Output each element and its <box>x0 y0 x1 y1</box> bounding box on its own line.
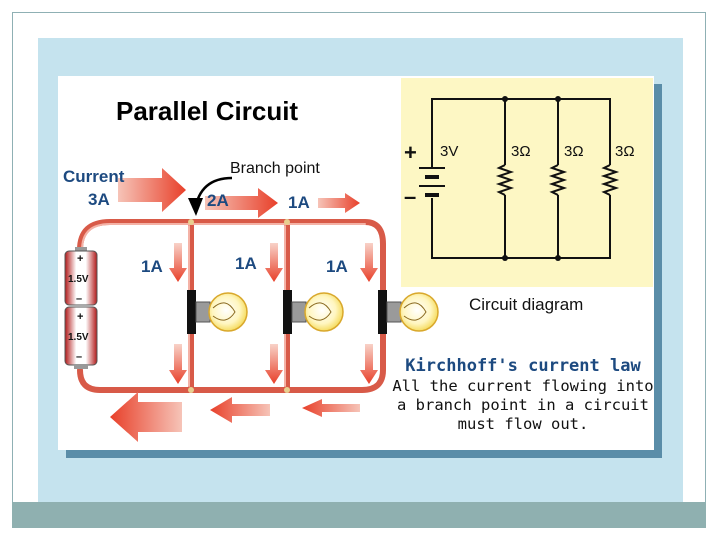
downward-arrows <box>169 243 378 384</box>
schematic-battery-symbol <box>419 167 445 197</box>
battery-1-minus: – <box>76 293 82 305</box>
arrow-bottom-1a <box>302 399 360 417</box>
resistor-2-value: 3Ω <box>564 143 584 160</box>
schematic-resistors <box>495 164 620 196</box>
battery-1-plus: + <box>77 253 83 265</box>
circuit-diagram-caption: Circuit diagram <box>469 295 583 314</box>
battery-2-plus: + <box>77 311 83 323</box>
schematic-nodes <box>502 96 561 261</box>
branch-point-label: Branch point <box>230 160 320 177</box>
arrow-current-3a <box>118 168 186 212</box>
arrow-bottom-2a <box>210 397 270 423</box>
arrow-bottom-3a <box>110 392 182 442</box>
resistor-1-value: 3Ω <box>511 143 531 160</box>
branch-1-current-label: 1A <box>141 257 163 276</box>
battery-2 <box>64 306 98 369</box>
resistor-3-value: 3Ω <box>615 143 635 160</box>
kirchhoff-line-1: All the current flowing into <box>392 377 653 395</box>
schematic-minus: – <box>404 184 416 209</box>
bulb-1 <box>187 290 248 334</box>
arrow-1a-top <box>318 193 360 213</box>
branch-2-current-label: 1A <box>235 254 257 273</box>
kirchhoff-line-3: must flow out. <box>458 415 589 433</box>
bulb-3 <box>378 290 439 334</box>
schematic-voltage: 3V <box>440 143 458 160</box>
battery-2-minus: – <box>76 351 82 363</box>
current-1a-top-label: 1A <box>288 193 310 212</box>
branch-3-current-label: 1A <box>326 257 348 276</box>
bottom-bar <box>12 502 706 528</box>
kirchhoff-line-2: a branch point in a circuit <box>397 396 649 414</box>
diagram-title: Parallel Circuit <box>116 96 298 126</box>
branch-point-arrowhead <box>188 198 203 216</box>
schematic-plus: + <box>404 140 417 165</box>
current-label: Current <box>63 167 125 186</box>
current-value-label: 3A <box>88 190 110 209</box>
kirchhoff-heading: Kirchhoff's current law <box>405 356 641 376</box>
battery-1 <box>64 247 98 306</box>
battery-2-voltage: 1.5V <box>68 332 89 343</box>
bulb-2 <box>283 290 344 334</box>
battery-1-voltage: 1.5V <box>68 274 89 285</box>
current-2a-label: 2A <box>207 191 229 210</box>
junction-dots <box>188 219 290 393</box>
schematic-wires <box>431 98 611 259</box>
arrow-2a <box>205 188 278 218</box>
